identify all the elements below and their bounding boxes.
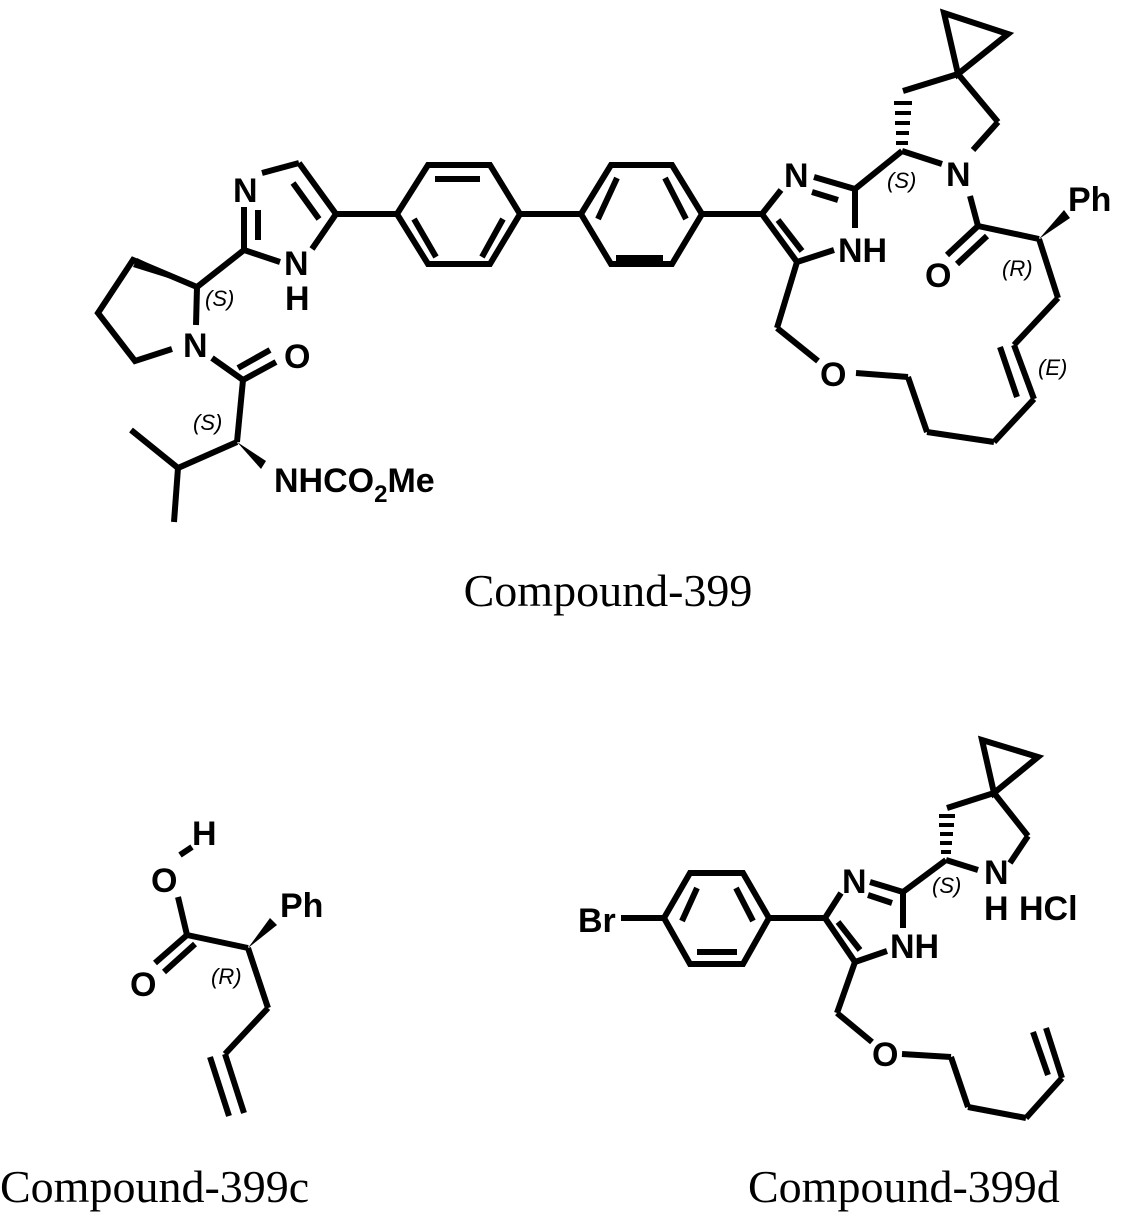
atom-label: O [820,356,846,394]
stereo-descriptor: (E) [1038,355,1067,380]
atom-label: N [984,854,1009,892]
compound-caption: Compound-399c [0,1161,309,1212]
compound-caption: Compound-399 [464,565,753,616]
atom-label: Ph [280,887,323,925]
atom-label: O [151,862,177,900]
atom-label: N [842,863,867,901]
stereo-descriptor: (S) [193,410,222,435]
atom-label: NHCO2Me [274,462,435,508]
stereo-descriptor: (R) [1002,256,1033,281]
compound-399d-structure: Br N NH N H HCl O (S) Compound-399d [578,735,1078,1212]
atom-label: NH [838,232,887,270]
atom-label: O [925,257,951,295]
atom-label: H [984,890,1009,928]
atom-label: N [284,245,309,283]
stereo-descriptor: (S) [205,286,234,311]
compound-399-structure: N N H N O NHCO2Me N NH N O Ph O (S) (S) … [94,8,1111,616]
atom-label: N [233,172,258,210]
atom-label: N [946,156,971,194]
atom-label: O [284,338,310,376]
atom-label: Br [578,902,616,940]
atom-label: O [130,966,156,1004]
stereo-descriptor: (S) [887,168,916,193]
atom-label: H [192,815,217,853]
atom-label: N [784,157,809,195]
compound-399c-structure: H O O Ph (R) Compound-399c [0,815,323,1212]
stereo-descriptor: (S) [932,873,961,898]
atom-label: O [872,1036,898,1074]
atom-label: Ph [1068,181,1111,219]
atom-label: HCl [1019,890,1078,928]
atom-label: N [183,327,208,365]
stereo-descriptor: (R) [211,964,242,989]
atom-label: NH [890,928,939,966]
atom-label: H [285,280,310,318]
compound-caption: Compound-399d [748,1161,1060,1212]
